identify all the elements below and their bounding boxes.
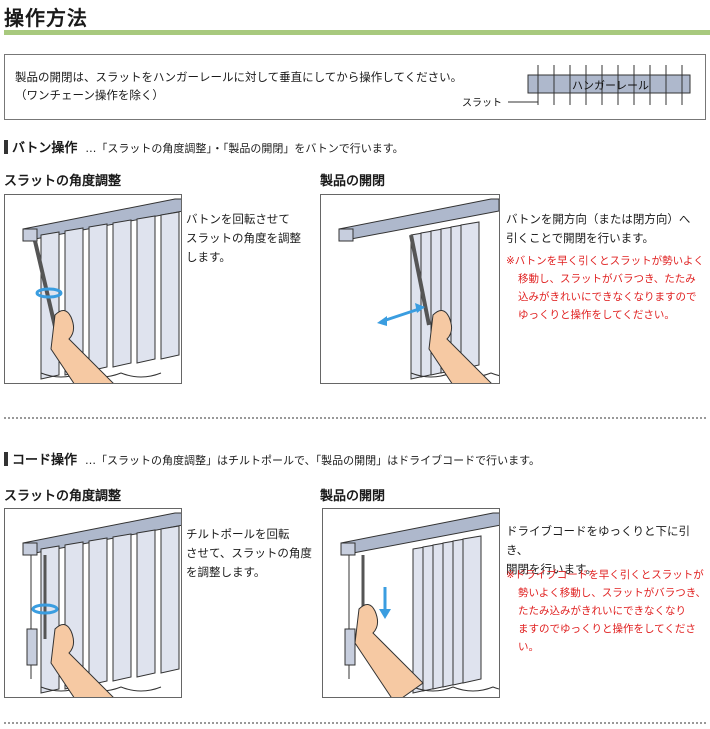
open-arrow (382, 307, 420, 323)
baton-section-heading: バトン操作 …「スラットの角度調整」・「製品の開閉」をバトンで行います。 (4, 137, 404, 156)
slat (462, 535, 482, 684)
baton (409, 234, 431, 326)
text-line: します。 (186, 250, 231, 264)
cord-open-title: 製品の開閉 (320, 489, 386, 504)
text-line: バトンを回転させて (186, 212, 290, 226)
rail-end-cap (338, 228, 354, 242)
warning-line: 込みがきれいにできなくなりますので (518, 291, 697, 303)
baton-angle-illustration (4, 194, 182, 384)
cord-open-text: ドライブコードをゆっくりと下に引き、 開閉を行います。 (506, 522, 710, 579)
heading-marker (4, 140, 8, 154)
slat (112, 219, 132, 368)
slat (88, 223, 108, 372)
page-title: 操作方法 (4, 6, 88, 30)
rail-diagram: ハンガーレール スラット (462, 65, 691, 109)
warning-line: ※ドライブコードを早く引くとスラットが (506, 569, 704, 581)
title-underline (4, 30, 710, 35)
bottom-chain (412, 686, 499, 692)
warning-line: ※バトンを早く引くとスラットが勢いよく (506, 255, 704, 267)
slat (160, 211, 180, 360)
warning-line: 勢いよく移動し、スラットがバラつき、 (518, 587, 707, 599)
baton-open-text: バトンを開方向（または閉方向）へ 引くことで開閉を行います。 (506, 210, 690, 248)
heading-marker (4, 452, 8, 466)
text-line: 引くことで開閉を行います。 (506, 231, 655, 245)
cord-section-heading: コード操作 …「スラットの角度調整」はチルトポールで、「製品の開閉」はドライブコー… (4, 449, 540, 468)
slat (136, 215, 156, 364)
baton-description: …「スラットの角度調整」・「製品の開閉」をバトンで行います。 (85, 142, 404, 155)
slat (136, 529, 156, 678)
text-line: を調整します。 (186, 565, 266, 579)
hand (50, 624, 114, 697)
text-line: チルトポールを回転 (186, 527, 290, 541)
baton-angle-text: バトンを回転させて スラットの角度を調整 します。 (186, 210, 301, 267)
slat-label: スラット (462, 97, 502, 109)
arrow-head (377, 316, 387, 326)
slat (160, 525, 180, 674)
hand (50, 310, 114, 383)
cord-heading-text: コード操作 (12, 453, 78, 468)
notice-line-1: 製品の開閉は、スラットをハンガーレールに対して垂直にしてから操作してください。 (15, 70, 463, 84)
rail-end-cap (22, 542, 38, 556)
cord-weight (344, 628, 356, 666)
section-divider (4, 417, 706, 419)
text-line: 開閉を行います。 (506, 562, 597, 576)
text-line: スラットの角度を調整 (186, 231, 301, 245)
hand (428, 310, 492, 383)
cord-angle-title: スラットの角度調整 (4, 489, 122, 504)
text-line: バトンを開方向（または閉方向）へ (506, 212, 691, 226)
cord-open-warning: ※ドライブコードを早く引くとスラットが 勢いよく移動し、スラットがバラつき、 た… (506, 566, 710, 656)
warning-line: 移動し、スラットがバラつき、たたみ (518, 273, 696, 285)
hand (354, 604, 424, 697)
rail-end-cap (22, 228, 38, 242)
arrow-head (379, 609, 391, 619)
cord-angle-text: チルトポールを回転 させて、スラットの角度 を調整します。 (186, 525, 312, 582)
cord-weight (26, 628, 38, 666)
cord-angle-illustration (4, 508, 182, 698)
text-line: ドライブコードをゆっくりと下に引き、 (506, 524, 690, 557)
arrow-head (415, 303, 425, 313)
text-line: させて、スラットの角度 (186, 546, 312, 560)
baton-open-warning: ※バトンを早く引くとスラットが勢いよく 移動し、スラットがバラつき、たたみ 込み… (506, 252, 704, 324)
slat (112, 533, 132, 682)
baton-open-illustration (320, 194, 500, 384)
cord-open-illustration (322, 508, 500, 698)
cord-description: …「スラットの角度調整」はチルトポールで、「製品の開閉」はドライブコードで行いま… (85, 454, 540, 467)
notice-box: 製品の開閉は、スラットをハンガーレールに対して垂直にしてから操作してください。 … (4, 54, 706, 120)
rail-end-cap (340, 542, 356, 556)
rotate-arrow (35, 287, 63, 299)
notice-line-2: （ワンチェーン操作を除く） (15, 88, 164, 102)
warning-line: たたみ込みがきれいにできなくなり (518, 605, 686, 617)
baton-heading-text: バトン操作 (12, 141, 78, 156)
warning-line: ゆっくりと操作をしてください。 (518, 309, 675, 321)
rotate-arrow (31, 603, 59, 615)
section-divider-bottom (4, 722, 706, 724)
baton-angle-title: スラットの角度調整 (4, 174, 122, 189)
rail-label: ハンガーレール (572, 79, 649, 92)
baton-open-title: 製品の開閉 (320, 174, 386, 189)
slat (460, 221, 480, 370)
warning-line: ますのでゆっくりと操作をしてください。 (518, 623, 696, 653)
slat (88, 537, 108, 686)
